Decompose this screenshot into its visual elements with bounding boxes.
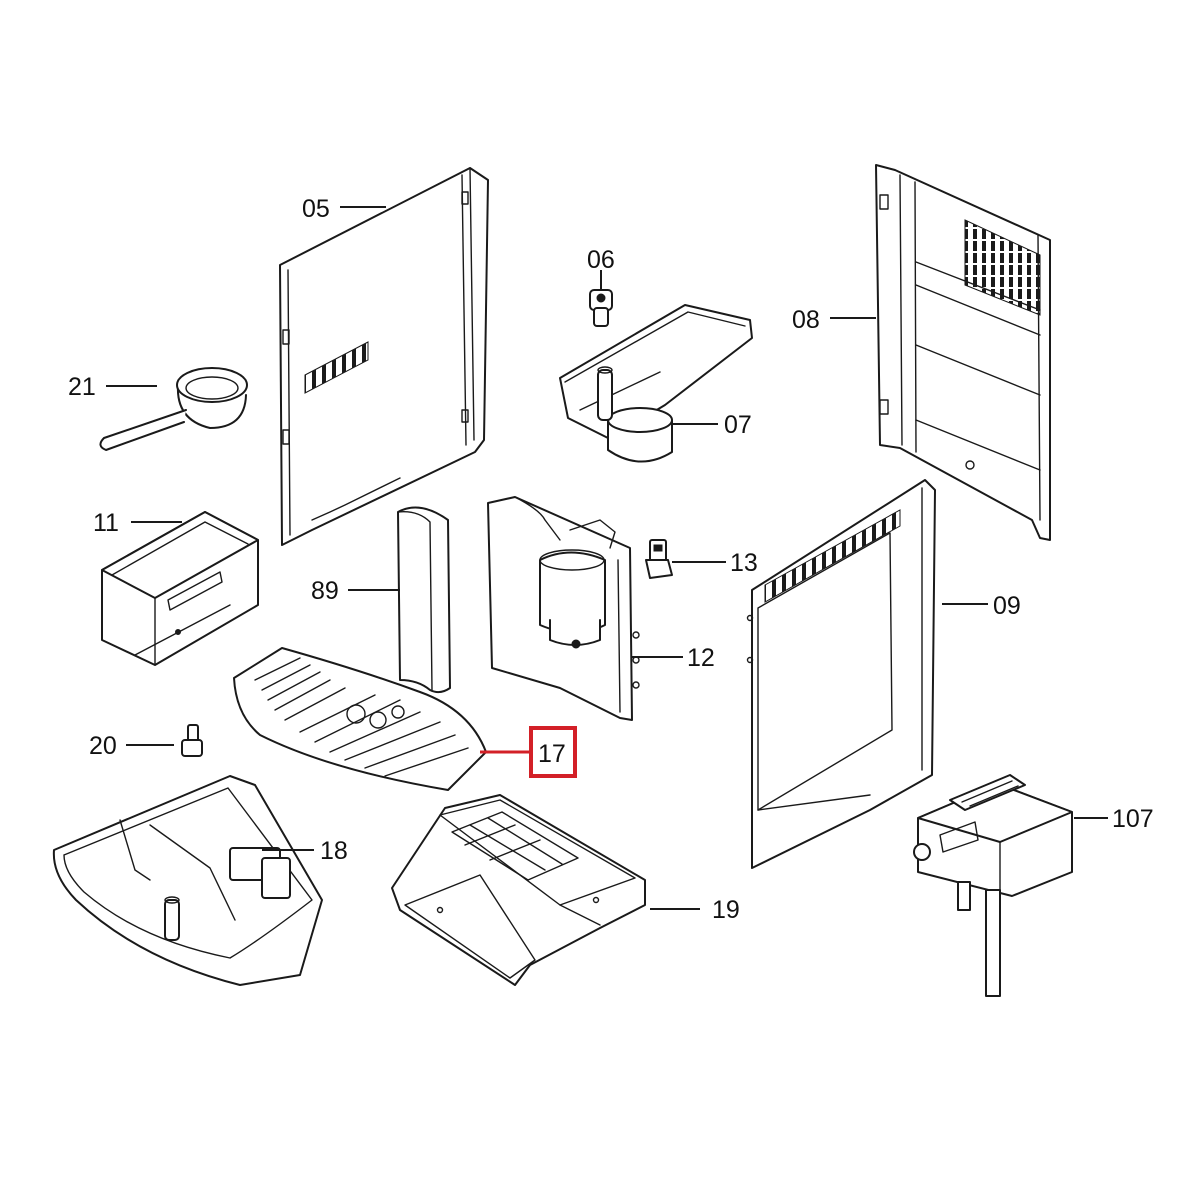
label-18: 18 [320, 837, 348, 865]
highlight-box-17 [529, 726, 577, 778]
label-17: 17 [538, 740, 566, 768]
part-09-right-side-panel [746, 479, 936, 869]
label-12: 12 [687, 644, 715, 672]
part-11-container-box [101, 511, 259, 666]
part-17-drip-grille [233, 647, 487, 791]
label-19: 19 [712, 896, 740, 924]
label-13: 13 [730, 549, 758, 577]
label-11: 11 [93, 509, 119, 537]
part-20-small-fitting [181, 724, 203, 757]
leader-lines [106, 206, 1108, 910]
label-08: 08 [792, 306, 820, 334]
label-107: 107 [1112, 805, 1154, 833]
part-89-front-cover [397, 506, 451, 694]
label-06: 06 [587, 246, 615, 274]
part-05-left-side-panel [279, 167, 489, 546]
part-labels: 05 06 07 08 21 11 89 13 09 12 20 17 18 1… [68, 195, 1154, 924]
part-07-water-tray [559, 304, 753, 463]
part-06-knob [589, 289, 613, 327]
part-12-brew-unit-front [487, 496, 640, 721]
part-19-base-frame [391, 794, 646, 986]
part-08-rear-panel [875, 164, 1051, 541]
part-18-drip-tray [52, 775, 323, 986]
part-13-switch-clip [645, 539, 673, 579]
label-89: 89 [311, 577, 339, 605]
part-21-measuring-scoop [99, 367, 248, 451]
label-21: 21 [68, 373, 96, 401]
part-107-boiler-unit [913, 774, 1073, 997]
label-20: 20 [89, 732, 117, 760]
label-09: 09 [993, 592, 1021, 620]
label-05: 05 [302, 195, 330, 223]
label-07: 07 [724, 411, 752, 439]
